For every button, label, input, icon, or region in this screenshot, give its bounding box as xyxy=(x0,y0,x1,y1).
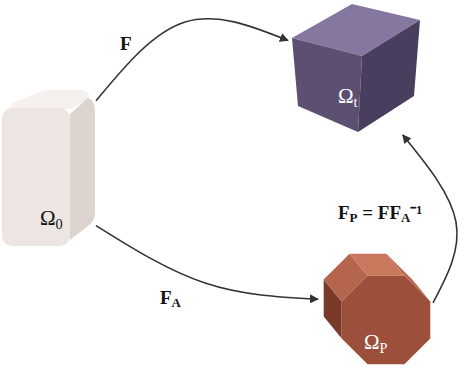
body-face xyxy=(292,38,362,132)
body-face xyxy=(342,276,431,365)
solid-body: ΩP xyxy=(318,248,433,370)
map-label-holder: FA xyxy=(158,288,183,309)
domain-label: Ω0 xyxy=(40,208,63,229)
domain-label: ΩP xyxy=(364,332,388,353)
body-face xyxy=(2,108,70,246)
solid-body: Ωt xyxy=(288,0,423,135)
mapping-arrow xyxy=(403,135,457,303)
mapping-arrow xyxy=(96,19,288,101)
mapping-label: FA xyxy=(158,288,183,309)
mapping-label: FP = FFA⁻¹ xyxy=(336,203,424,224)
body-face xyxy=(10,90,89,109)
solid-body: Ω0 xyxy=(0,88,96,248)
mapping-arrow xyxy=(96,226,318,300)
mapping-label: F xyxy=(118,34,134,55)
map-label-holder: FP = FFA⁻¹ xyxy=(336,203,424,224)
body-outline xyxy=(288,0,423,135)
body-face xyxy=(70,98,95,240)
body-face xyxy=(358,20,420,132)
map-label-holder: F xyxy=(118,34,134,55)
domain-label: Ωt xyxy=(338,86,358,107)
